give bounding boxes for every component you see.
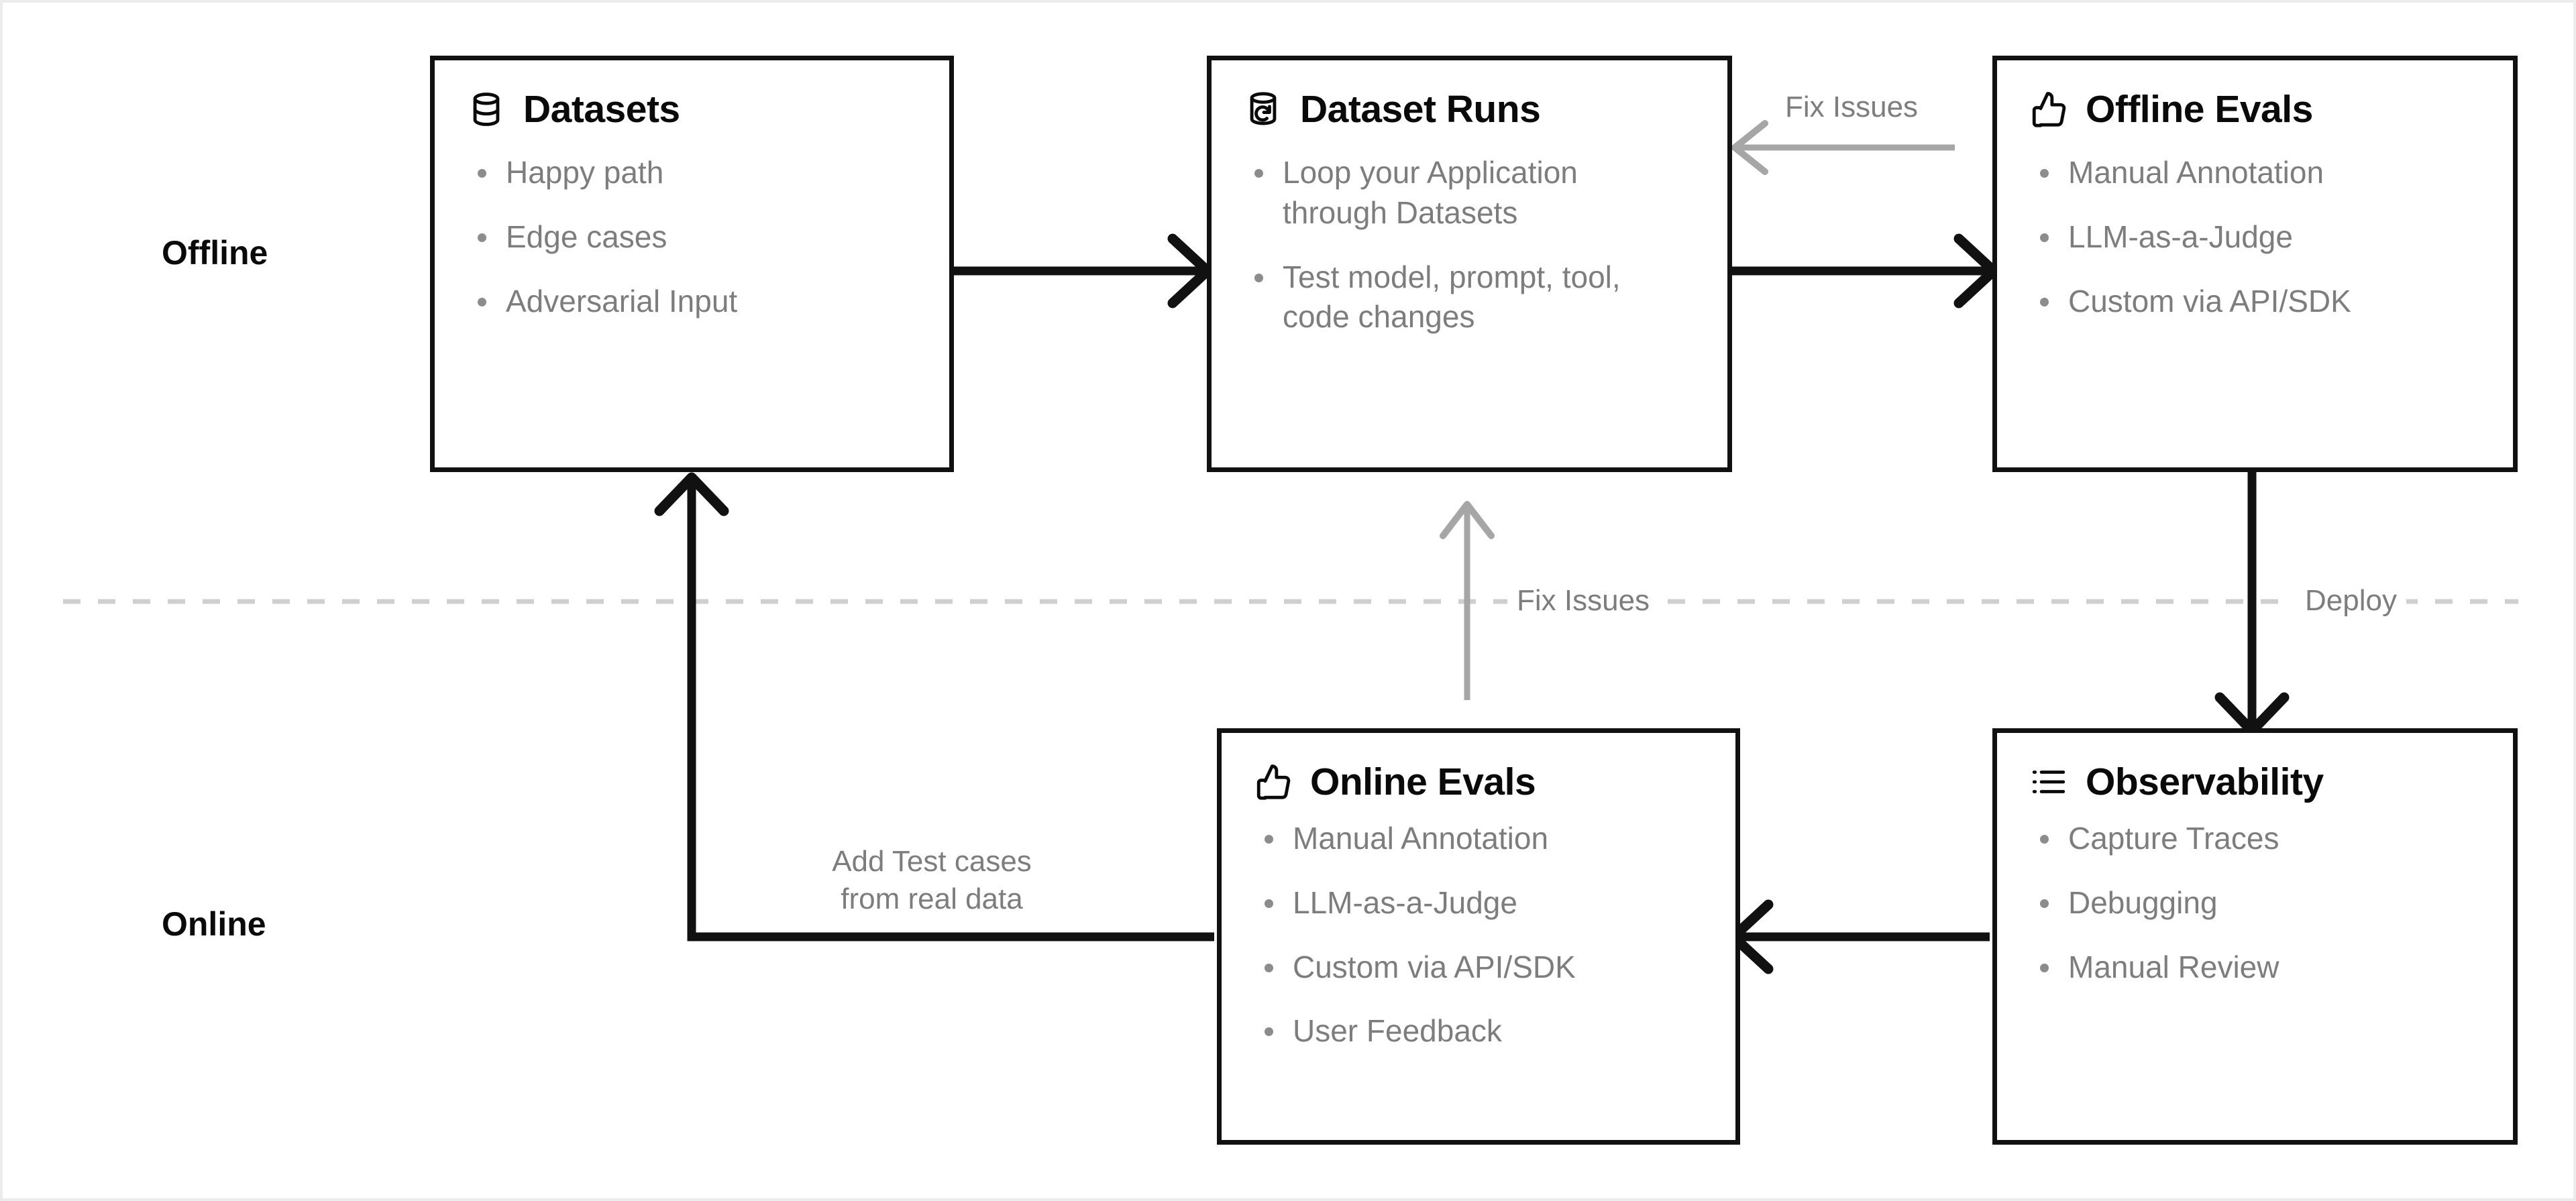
node-observability[interactable]: Observability Capture Traces Debugging M… [1992,728,2518,1145]
list-item: Custom via API/SDK [1262,948,1709,988]
edge-observability-to-online-evals [1728,899,1990,974]
node-dataset-runs[interactable]: Dataset Runs Loop your Application throu… [1207,56,1732,472]
list-item: Manual Annotation [1262,819,1709,859]
node-offline-evals-header: Offline Evals [1997,60,2513,129]
node-online-evals-bullets: Manual Annotation LLM-as-a-Judge Custom … [1222,801,1735,1051]
list-item: Capture Traces [2037,819,2486,859]
list-item: LLM-as-a-Judge [1262,883,1709,923]
list-item: Adversarial Input [475,282,922,322]
list-item: Manual Review [2037,948,2486,988]
list-item: Edge cases [475,217,922,258]
node-online-evals-title: Online Evals [1310,760,1536,803]
node-online-evals[interactable]: Online Evals Manual Annotation LLM-as-a-… [1217,728,1740,1145]
row-label-offline: Offline [162,234,268,272]
edge-label-fix-issues-middle: Fix Issues [1507,582,1660,620]
edge-online-evals-fix-issues [1440,501,1495,700]
edge-label-fix-issues-top: Fix Issues [1785,89,1919,127]
database-icon [473,93,500,126]
add-test-cases-line-2: from real data [841,882,1023,916]
thumbs-up-icon [1256,764,1291,800]
node-offline-evals[interactable]: Offline Evals Manual Annotation LLM-as-a… [1992,56,2518,472]
node-dataset-runs-title: Dataset Runs [1300,87,1541,131]
list-item: Loop your Application through Datasets [1252,153,1684,233]
node-observability-title: Observability [2086,760,2324,803]
node-dataset-runs-bullets: Loop your Application through Datasets T… [1212,129,1727,337]
row-label-online: Online [162,905,266,943]
edge-offline-evals-to-observability [2214,468,2290,736]
node-dataset-runs-header: Dataset Runs [1212,60,1727,129]
list-item: Debugging [2037,883,2486,923]
list-item: LLM-as-a-Judge [2037,217,2486,258]
node-datasets-header: Datasets [435,60,949,129]
edge-offline-evals-fix-issues [1731,120,1955,175]
edge-label-deploy: Deploy [2296,582,2406,620]
node-datasets[interactable]: Datasets Happy path Edge cases Adversari… [430,56,954,472]
node-datasets-bullets: Happy path Edge cases Adversarial Input [435,129,949,321]
add-test-cases-line-1: Add Test cases [832,845,1032,878]
node-offline-evals-title: Offline Evals [2086,87,2313,131]
node-online-evals-header: Online Evals [1222,733,1735,801]
list-item: Custom via API/SDK [2037,282,2486,322]
list-item: Test model, prompt, tool, code changes [1252,258,1684,338]
edge-label-add-test-cases: Add Test cases from real data [814,843,1049,919]
list-item: Manual Annotation [2037,153,2486,193]
edge-dataset-runs-to-offline-evals [1732,233,1999,308]
list-item: Happy path [475,153,922,193]
thumbs-up-icon [2032,92,2066,127]
list-indent-icon [2032,770,2065,793]
node-observability-bullets: Capture Traces Debugging Manual Review [1997,801,2513,987]
node-observability-header: Observability [1997,733,2513,801]
edge-datasets-to-dataset-runs [954,233,1213,308]
node-datasets-title: Datasets [523,87,680,131]
list-item: User Feedback [1262,1011,1709,1051]
database-refresh-icon [1250,92,1277,125]
node-offline-evals-bullets: Manual Annotation LLM-as-a-Judge Custom … [1997,129,2513,321]
